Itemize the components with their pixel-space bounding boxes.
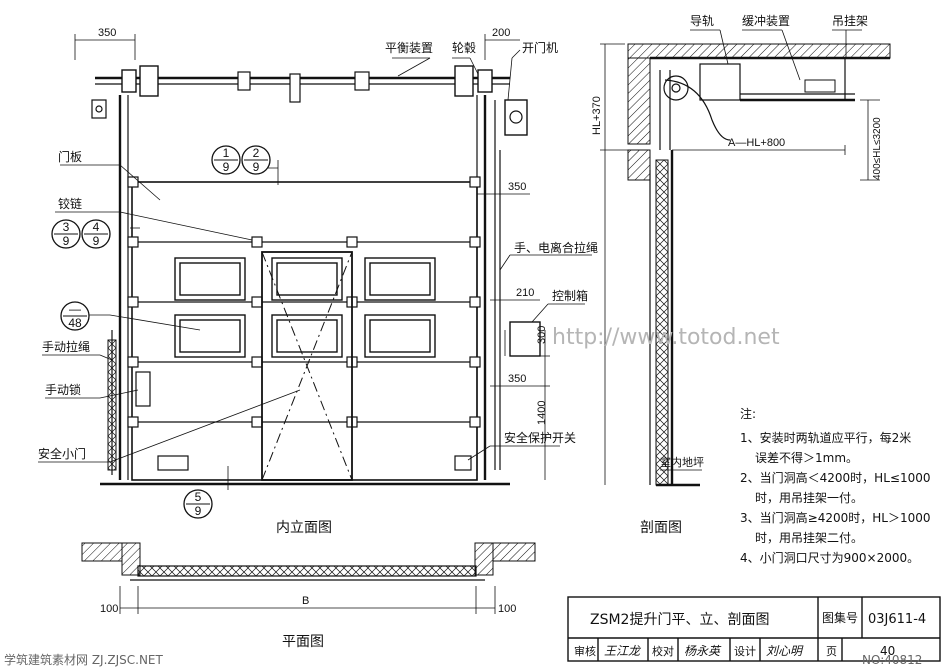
title-block-text: ZSM2提升门平、立、剖面图 图集号 03J611-4 审核 王江龙 校对 杨永… [574,610,926,658]
svg-text:100: 100 [100,603,118,615]
label-pulley: 轮毂 [452,41,476,55]
svg-text:时，用吊挂架一付。: 时，用吊挂架一付。 [755,491,863,505]
svg-text:350: 350 [98,27,116,39]
svg-text:—: — [69,302,81,316]
design-signature: 刘心明 [766,644,804,658]
svg-text:350: 350 [508,181,526,193]
svg-text:400≤HL≤3200: 400≤HL≤3200 [872,117,883,180]
svg-text:时，用吊挂架二付。: 时，用吊挂架二付。 [755,531,863,545]
svg-text:1400: 1400 [536,401,548,425]
title-elevation: 内立面图 [276,520,332,536]
footer-site-watermark: 学筑建筑素材网 ZJ.ZJSC.NET [4,652,164,667]
elevation-view [38,34,592,490]
svg-text:2、当门洞高＜4200时，HL≤1000: 2、当门洞高＜4200时，HL≤1000 [740,470,930,485]
atlas-number: 03J611-4 [868,612,926,627]
svg-text:48: 48 [68,316,82,330]
svg-text:审核: 审核 [574,644,596,658]
svg-text:100: 100 [498,603,516,615]
label-wicket-door: 安全小门 [38,446,86,461]
svg-text:9: 9 [223,160,230,174]
svg-text:4、小门洞口尺寸为900×2000。: 4、小门洞口尺寸为900×2000。 [740,550,919,565]
svg-text:9: 9 [63,234,70,248]
label-indoor-floor: 室内地坪 [660,455,704,469]
svg-text:B: B [302,595,309,607]
check-signature: 杨永英 [684,644,722,658]
svg-text:3: 3 [63,220,70,234]
label-hinge: 铰链 [58,196,82,211]
svg-text:A—HL+800: A—HL+800 [728,137,785,149]
notes: 注: 1、安装时两轨道应平行，每2米 误差不得＞1mm。 2、当门洞高＜4200… [740,406,930,565]
svg-text:300: 300 [536,326,548,344]
svg-text:5: 5 [195,490,202,504]
svg-text:9: 9 [253,160,260,174]
section-view [600,29,891,487]
svg-text:注:: 注: [740,406,756,421]
svg-text:设计: 设计 [734,645,756,658]
footer-code: NO:40812 [862,653,922,667]
dimension-text: 350 200 350 210 300 350 1400 100 100 B H… [98,27,883,615]
svg-text:HL+370: HL+370 [591,96,603,135]
label-door-panel: 门板 [58,149,82,164]
drawing-labels: 平衡装置 轮毂 开门机 导轨 缓冲装置 吊挂架 门板 铰链 手、电离合拉绳 控制… [38,13,868,469]
svg-text:4: 4 [93,220,100,234]
svg-text:200: 200 [492,27,510,39]
label-rope: 手、电离合拉绳 [514,240,598,255]
label-guide-rail: 导轨 [690,14,714,28]
svg-text:校对: 校对 [652,644,674,658]
title-section: 剖面图 [640,520,682,536]
reference-numbers: 19 29 39 49 —48 59 [63,146,260,518]
sheet-title: ZSM2提升门平、立、剖面图 [590,612,769,628]
label-manual-lock: 手动锁 [45,382,81,397]
label-safety-switch: 安全保护开关 [504,430,576,445]
plan-view [81,542,536,614]
label-opener: 开门机 [522,40,558,55]
svg-text:2: 2 [253,146,260,160]
label-buffer: 缓冲装置 [742,13,790,28]
label-hanger: 吊挂架 [832,14,868,28]
svg-text:1: 1 [223,146,230,160]
svg-text:9: 9 [93,234,100,248]
watermark: http://www.totod.net [552,325,780,350]
label-manual-rope: 手动拉绳 [42,339,90,354]
review-signature: 王江龙 [604,644,642,658]
page-number: 40 [880,644,895,658]
title-block [567,596,941,662]
svg-text:误差不得＞1mm。: 误差不得＞1mm。 [755,450,858,465]
svg-text:1、安装时两轨道应平行，每2米: 1、安装时两轨道应平行，每2米 [740,430,911,445]
svg-text:3、当门洞高≥4200时，HL＞1000: 3、当门洞高≥4200时，HL＞1000 [740,510,930,525]
atlas-label: 图集号 [822,610,858,625]
svg-text:页: 页 [826,645,837,658]
svg-text:9: 9 [195,504,202,518]
svg-text:350: 350 [508,373,526,385]
label-balance-device: 平衡装置 [385,41,433,55]
svg-text:210: 210 [516,287,534,299]
view-titles: 内立面图 剖面图 平面图 [276,520,682,650]
label-control-box: 控制箱 [552,288,588,303]
title-plan: 平面图 [282,634,324,650]
